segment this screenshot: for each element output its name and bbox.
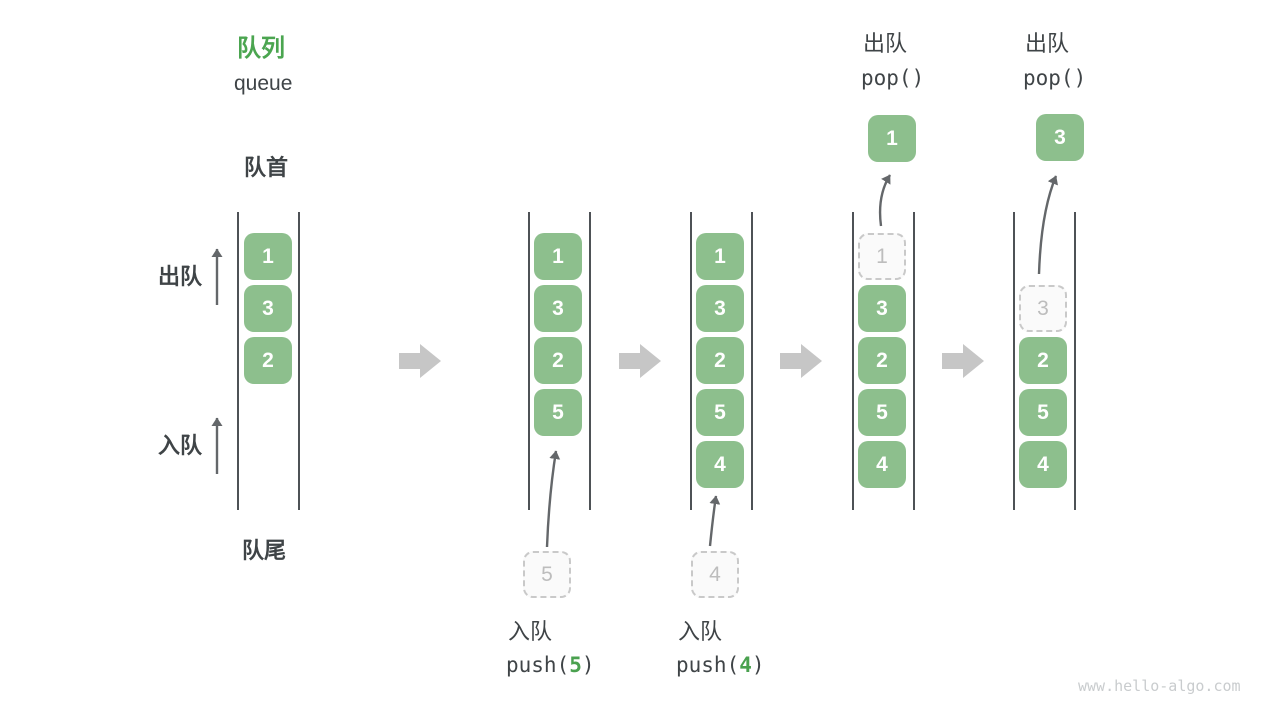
queue-item: 1: [244, 233, 292, 280]
popped-item: 1: [868, 115, 916, 162]
queue-rail: [852, 212, 854, 510]
queue-rail: [751, 212, 753, 510]
pop-code: pop(): [1023, 66, 1087, 90]
push-label: 入队: [678, 619, 723, 644]
pop-arrow-icon: [878, 174, 892, 227]
stage-transition-arrow-icon: [942, 344, 984, 378]
push-code-open: push(: [676, 653, 740, 677]
queue-rail: [913, 212, 915, 510]
pop-code: pop(): [861, 66, 925, 90]
queue-rail: [1013, 212, 1015, 510]
queue-item: 2: [244, 337, 292, 384]
incoming-item: 4: [691, 551, 739, 598]
queue-item: 2: [534, 337, 582, 384]
queue-item: 2: [1019, 337, 1067, 384]
label-queue-rear: 队尾: [242, 538, 287, 563]
label-enqueue-left: 入队: [158, 433, 203, 458]
queue-item: 3: [244, 285, 292, 332]
push-arrow-icon: [545, 450, 561, 548]
incoming-item: 5: [523, 551, 571, 598]
pop-label: 出队: [863, 31, 908, 56]
push-label: 入队: [508, 619, 553, 644]
pop-label: 出队: [1025, 31, 1070, 56]
queue-item: 3: [534, 285, 582, 332]
queue-rail: [1074, 212, 1076, 510]
queue-item: 4: [858, 441, 906, 488]
queue-item: 5: [534, 389, 582, 436]
push-code-close: ): [581, 653, 595, 677]
push-arg: 5: [569, 653, 582, 677]
popped-item: 3: [1036, 114, 1084, 161]
push-arg: 4: [739, 653, 752, 677]
diagram-subtitle: queue: [234, 72, 293, 95]
queue-rail: [237, 212, 239, 510]
ghost-item: 3: [1019, 285, 1067, 332]
push-code-close: ): [751, 653, 765, 677]
push-code: push(4): [676, 653, 765, 678]
queue-rail: [589, 212, 591, 510]
push-arrow-icon: [708, 495, 721, 547]
watermark: www.hello-algo.com: [1078, 677, 1241, 695]
label-dequeue-left: 出队: [158, 264, 203, 289]
queue-rail: [690, 212, 692, 510]
pop-arrow-icon: [1037, 175, 1059, 275]
queue-item: 3: [858, 285, 906, 332]
queue-item: 5: [696, 389, 744, 436]
queue-item: 4: [696, 441, 744, 488]
queue-rail: [298, 212, 300, 510]
stage-transition-arrow-icon: [619, 344, 661, 378]
queue-item: 5: [1019, 389, 1067, 436]
stage-transition-arrow-icon: [399, 344, 441, 378]
stage-transition-arrow-icon: [780, 344, 822, 378]
queue-rail: [528, 212, 530, 510]
queue-item: 4: [1019, 441, 1067, 488]
diagram-title: 队列: [237, 35, 285, 62]
push-code: push(5): [506, 653, 595, 678]
queue-item: 1: [696, 233, 744, 280]
ghost-item: 1: [858, 233, 906, 280]
queue-item: 3: [696, 285, 744, 332]
queue-item: 2: [858, 337, 906, 384]
queue-item: 5: [858, 389, 906, 436]
queue-item: 1: [534, 233, 582, 280]
queue-item: 2: [696, 337, 744, 384]
label-queue-front: 队首: [244, 155, 289, 180]
push-code-open: push(: [506, 653, 570, 677]
